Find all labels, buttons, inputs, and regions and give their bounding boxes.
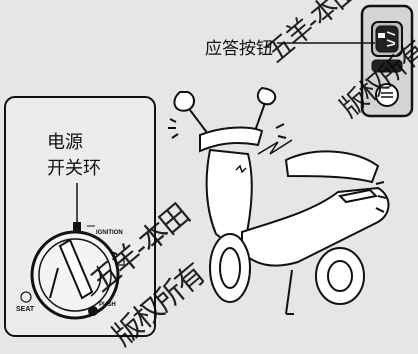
push-label: PUSH [99, 302, 116, 308]
signal-wave-icon [257, 139, 293, 155]
illustration-drawing [4, 4, 414, 337]
remote-key-fob [360, 4, 414, 118]
ignition-inset-panel [4, 96, 156, 337]
power-switch-callout-line1: 电源 [47, 132, 83, 153]
manual-illustration-page: 应答按钮 电源 开关环 IGNITION SEAT PUSH 五羊-本田 版权所… [4, 0, 418, 353]
power-switch-callout-line2: 开关环 [47, 158, 101, 179]
seat-label: SEAT [16, 306, 35, 313]
answer-button-callout: 应答按钮 [205, 39, 273, 59]
scooter-drawing [168, 86, 390, 315]
ignition-label: IGNITION [96, 230, 123, 236]
